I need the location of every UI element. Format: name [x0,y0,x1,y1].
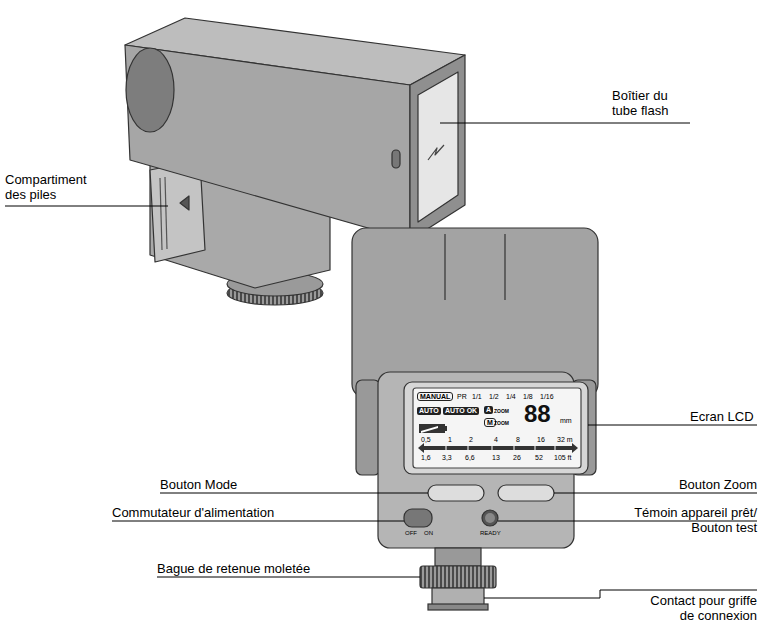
flash-window [418,72,458,222]
scale-number: 8 [516,436,520,444]
lcd-indicator: 1/1 [472,393,482,401]
scale-number: 3,3 [442,454,452,462]
battery-level [421,426,438,433]
lcd-indicator: ZOOM [494,420,509,426]
part-label: Boîtier du tube flash [612,88,687,118]
lcd-indicator: 1/8 [523,393,533,401]
scale-number: 26 [513,454,521,462]
range-tick [535,446,536,450]
leader-line [157,577,420,578]
leader-line [554,493,757,494]
leader-line [588,425,757,426]
flash-symbol [428,145,444,160]
part-label: Témoin appareil prêt/ Bouton test [617,505,757,535]
mode-button [428,485,484,501]
part-label: Bouton Mode [160,477,237,492]
door-grip [165,177,167,249]
head-crease [444,234,445,300]
scale-number: 6,6 [465,454,475,462]
scale-number: 16 [537,436,545,444]
scale-number: 105 ft [554,454,572,462]
range-tick [492,446,493,450]
range-tick [514,446,515,450]
side-flap [356,380,380,475]
foot-neck [435,548,481,566]
part-label: Compartiment des piles [5,172,100,202]
leader-line [440,123,690,124]
range-tick [446,446,447,450]
hot-shoe-foot [432,588,484,606]
scale-number: 2 [469,436,473,444]
retaining-ring [420,566,496,588]
range-tick [555,446,556,450]
part-label: Ecran LCD [690,409,754,424]
lcd-indicator: AUTO OK [443,407,479,415]
range-arrow [572,443,578,453]
lcd-screen [413,388,581,468]
range-bar [424,446,572,450]
zoom-button [498,485,554,501]
part-label: Bouton Zoom [657,477,757,492]
door-arrow [180,196,189,210]
scale-number: 4 [494,436,498,444]
ready-button [482,510,498,526]
head-side [125,45,410,240]
part-label: Contact pour griffe de connexion [639,593,757,623]
lens [126,48,174,132]
button-label: READY [480,530,501,537]
switch-label: ON [424,530,433,537]
range-arrow [418,443,424,453]
scale-number: 0,5 [421,436,431,444]
lcd-indicator: MANUAL [417,392,453,401]
lcd-indicator: 1/16 [540,393,554,401]
lcd-indicator: 1/4 [506,393,516,401]
scale-number: 1 [448,436,452,444]
scale-number: 32 m [557,436,573,444]
scale-number: 52 [535,454,543,462]
range-tick [468,446,469,450]
lcd-indicator: AUTO [417,407,441,415]
scale-number: 13 [492,454,500,462]
lcd-bezel [404,382,588,474]
hot-shoe-plate [428,604,488,610]
lcd-indicator: PR [457,393,467,401]
battery-icon [445,426,447,431]
slot [392,150,400,168]
ready-lamp [485,513,495,523]
lcd-indicator: A [484,406,493,414]
power-switch [404,509,432,527]
head-end [410,55,465,240]
leader-line [112,521,404,522]
lcd-unit: mm [560,417,572,425]
part-label: Commutateur d'alimentation [112,505,274,520]
leader-line [5,206,168,207]
battery-icon [419,424,445,433]
switch-label: OFF [405,530,417,537]
lcd-indicator: ZOOM [494,408,509,414]
part-label: Bague de retenue moletée [157,561,310,576]
head-crease [504,234,505,300]
door-grip [160,178,162,250]
lcd-indicator: 1/2 [489,393,499,401]
leader-line [160,493,428,494]
zoom-display: 88 [524,402,551,426]
scale-number: 1,6 [421,454,431,462]
